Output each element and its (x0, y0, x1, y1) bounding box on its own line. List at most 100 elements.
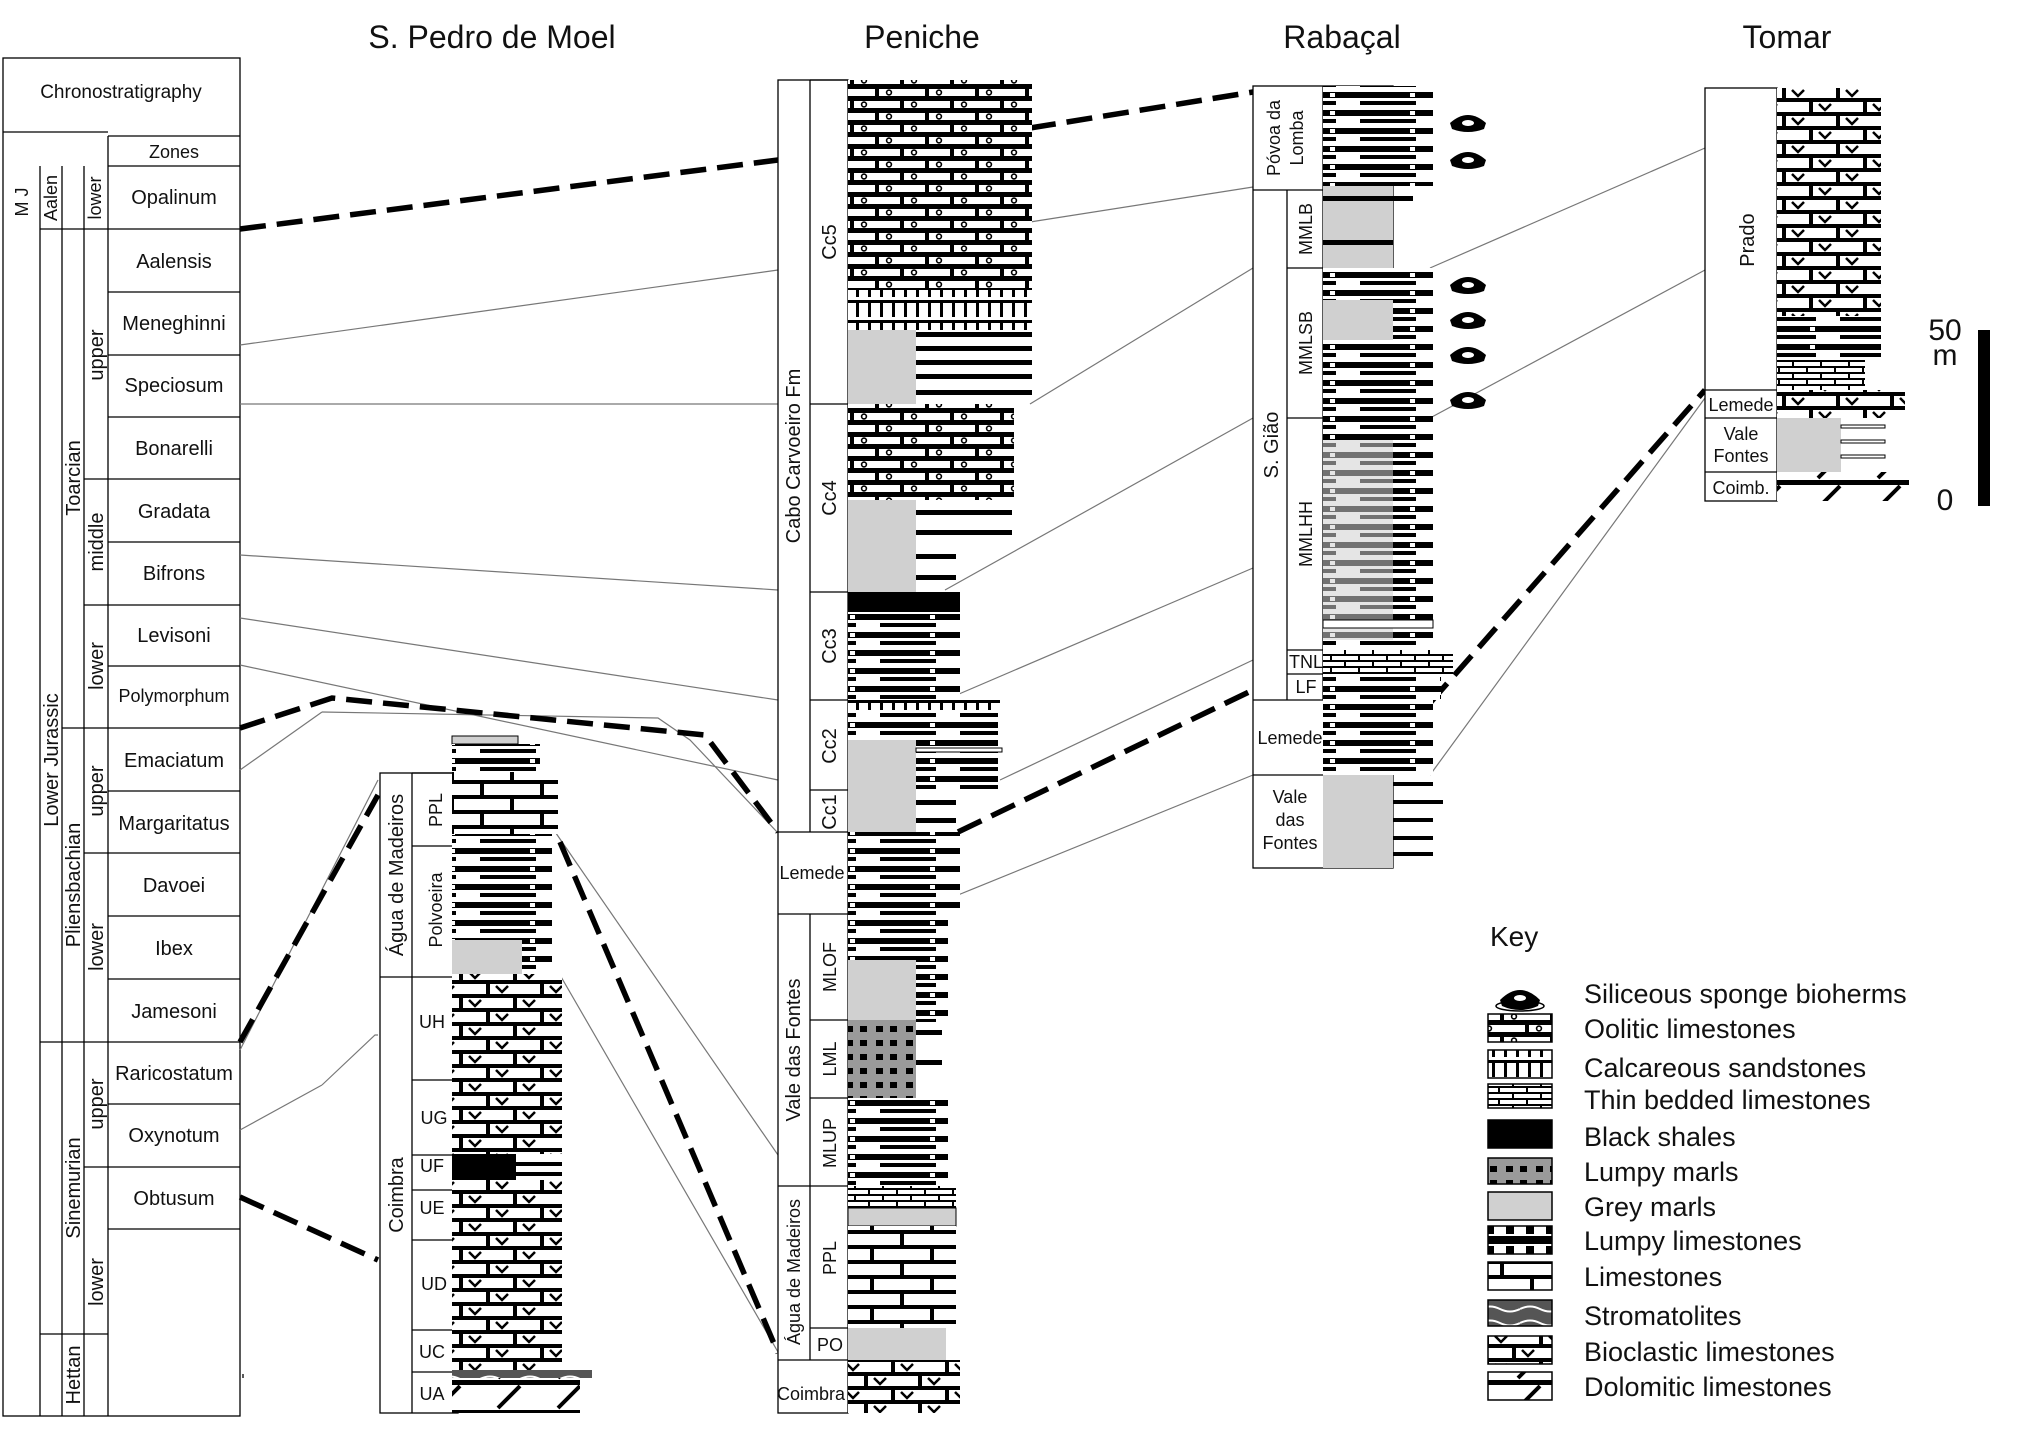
unit-uc: UC (419, 1342, 445, 1362)
unit-prado: Prado (1737, 213, 1759, 266)
unit-coimb: Coimb. (1712, 478, 1769, 498)
zone-label: Gradata (138, 501, 211, 523)
sponge-bioherm-symbol (1450, 392, 1486, 409)
sponge-bioherm-symbol (1450, 347, 1486, 364)
legend-swatch-lumpymarl (1487, 1157, 1553, 1185)
key-correlation-surfaces (237, 89, 1708, 1355)
unit-ppl: PPL (426, 793, 446, 827)
unit-mlup: MLUP (820, 1118, 840, 1168)
legend-swatch-calcsand (1487, 1049, 1553, 1079)
unit-cc4: Cc4 (819, 480, 841, 516)
chrono-header: Chronostratigraphy (40, 82, 202, 103)
legend-label: Thin bedded limestones (1584, 1085, 1871, 1115)
legend-label: Lumpy marls (1584, 1157, 1739, 1187)
unit-mmlb: MMLB (1296, 203, 1316, 255)
unit-lemede: Lemede (1257, 728, 1322, 748)
unit-s-giao: S. Gião (1261, 412, 1283, 479)
zone-label: Levisoni (137, 625, 210, 647)
unit-ug: UG (421, 1108, 448, 1128)
s-pedro-de-moel-column: Água de Madeiros PPL Polvoeira Coimbra U… (379, 735, 592, 1414)
legend-label: Lumpy limestones (1584, 1226, 1802, 1256)
substage-pliens-lower: lower (86, 923, 108, 971)
zone-label: Ibex (155, 938, 193, 960)
legend-label: Black shales (1584, 1122, 1736, 1152)
unit-cc2: Cc2 (819, 728, 841, 764)
stage-lower-jurassic: Lower Jurassic (41, 693, 63, 826)
legend-title: Key (1490, 921, 1538, 952)
peniche-column: Cabo Carvoeiro Fm Cc5 Cc4 Cc3 Cc2 Cc1 Le… (777, 79, 1032, 1414)
unit-mlof: MLOF (820, 942, 840, 992)
sponge-bioherm-symbol (1450, 115, 1486, 132)
legend-swatch-thinbed (1487, 1083, 1553, 1109)
unit-vale-line2: Fontes (1713, 446, 1768, 466)
substage-sinem-lower: lower (86, 1258, 108, 1306)
zone-label: Opalinum (131, 187, 217, 209)
unit-tnl: TNL (1289, 652, 1323, 672)
zone-label: Bifrons (143, 563, 205, 585)
legend-swatch-sponge (1495, 990, 1545, 1012)
unit-lemede: Lemede (779, 863, 844, 883)
sponge-bioherm-symbol (1450, 277, 1486, 294)
unit-po: PO (817, 1335, 843, 1355)
unit-vale-line2: das (1275, 810, 1304, 830)
legend-swatch-dolomitic (1487, 1371, 1553, 1401)
zone-label: Margaritatus (118, 813, 229, 835)
substage-sinem-upper: upper (86, 1078, 108, 1129)
unit-lml: LML (820, 1041, 840, 1076)
legend-label: Siliceous sponge bioherms (1584, 979, 1907, 1009)
chrono-text: Chronostratigraphy Zones M J Aalen lower… (12, 82, 233, 1404)
unit-vale-line1: Vale (1724, 424, 1759, 444)
zone-label: Obtusum (133, 1188, 214, 1210)
scale-bar: 50 m 0 (1928, 314, 1990, 517)
unit-ue: UE (419, 1198, 444, 1218)
unit-coimbra: Coimbra (777, 1384, 846, 1404)
unit-cc3: Cc3 (819, 628, 841, 664)
unit-lf: LF (1295, 677, 1316, 697)
unit-ua: UA (419, 1384, 444, 1404)
substage-aalen-lower: lower (85, 176, 105, 219)
legend-swatch-lime (1487, 1261, 1553, 1291)
legend-label: Dolomitic limestones (1584, 1372, 1832, 1402)
legend-swatch-greymarl (1487, 1191, 1553, 1221)
legend-label: Bioclastic limestones (1584, 1337, 1835, 1367)
legend-label: Stromatolites (1584, 1301, 1742, 1331)
stage-pliensbachian: Pliensbachian (63, 823, 85, 948)
stage-mj: M J (12, 188, 32, 217)
unit-lemede: Lemede (1708, 395, 1773, 415)
unit-agua-de-madeiros: Água de Madeiros (784, 1199, 804, 1345)
unit-cabo-carvoeiro: Cabo Carvoeiro Fm (783, 369, 805, 544)
legend-swatch-strom (1487, 1299, 1553, 1327)
rabacal-column: Póvoa da Lomba S. Gião MMLB MMLSB MMLHH … (1252, 85, 1486, 869)
unit-cc5: Cc5 (819, 224, 841, 260)
substage-pliens-upper: upper (86, 765, 108, 816)
title-peniche: Peniche (864, 19, 980, 55)
unit-povoa-line2: Lomba (1287, 109, 1307, 165)
zone-label: Jamesoni (131, 1001, 217, 1023)
unit-ppl: PPL (820, 1241, 840, 1275)
unit-uh: UH (419, 1012, 445, 1032)
zone-label: Aalensis (136, 251, 212, 273)
unit-vale-line3: Fontes (1262, 833, 1317, 853)
unit-vale-line1: Vale (1273, 787, 1308, 807)
tomar-column: Prado Lemede Vale Fontes Coimb. (1704, 87, 1909, 502)
unit-vale-das-fontes: Vale das Fontes (783, 978, 805, 1121)
unit-uf: UF (420, 1156, 444, 1176)
title-s-pedro-de-moel: S. Pedro de Moel (368, 19, 615, 55)
correlation-lines (239, 147, 1706, 1353)
scale-bottom-label: 0 (1937, 484, 1954, 517)
zones-header: Zones (149, 142, 199, 162)
title-rabacal: Rabaçal (1283, 19, 1400, 55)
title-tomar: Tomar (1743, 19, 1832, 55)
stage-toarcian: Toarcian (63, 440, 85, 516)
zone-label: Oxynotum (128, 1125, 219, 1147)
zone-label: Polymorphum (118, 686, 229, 706)
sponge-bioherm-symbol (1450, 312, 1486, 329)
unit-mmlsb: MMLSB (1296, 311, 1316, 375)
zone-label: Meneghinni (122, 313, 225, 335)
legend-swatch-oolitic (1487, 1013, 1553, 1043)
unit-cc1: Cc1 (819, 794, 841, 830)
substage-toarcian-lower: lower (86, 642, 108, 690)
zone-label: Emaciatum (124, 750, 224, 772)
